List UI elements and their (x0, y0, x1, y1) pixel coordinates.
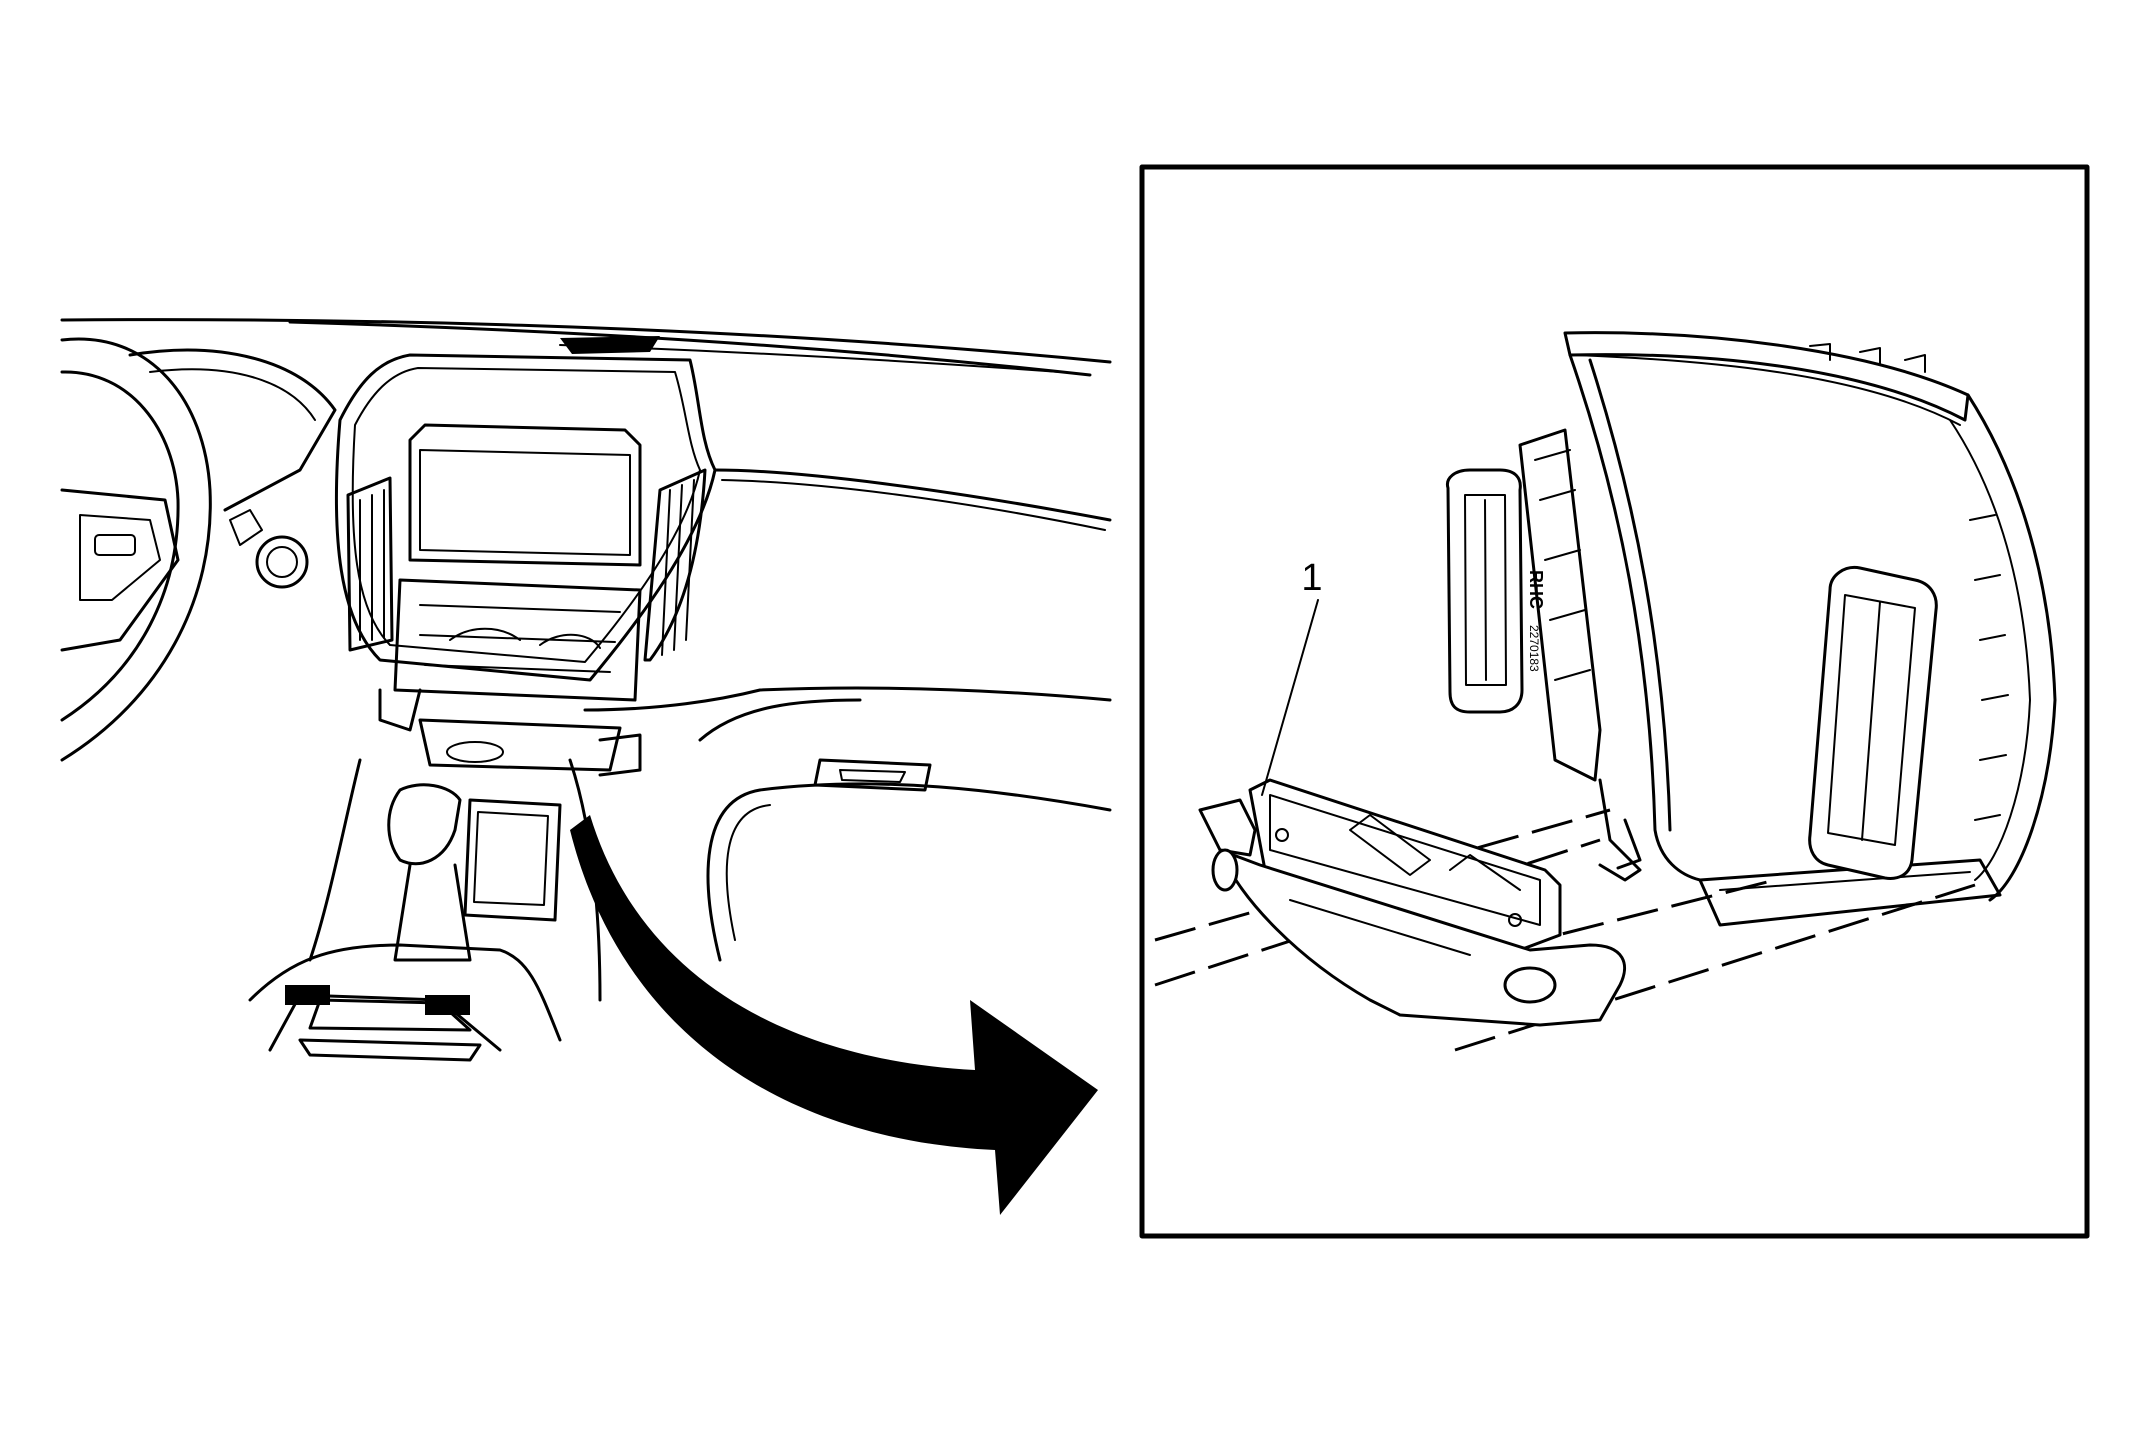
shift-console (248, 758, 602, 1062)
right-air-vent (1808, 565, 1938, 880)
trim-plate (1198, 778, 1626, 1027)
callout-1-label: 1 (1301, 557, 1322, 599)
start-button (229, 509, 309, 589)
detail-view: RHC 2270183 1 (1139, 164, 2090, 1239)
detail-view-frame (1139, 164, 2090, 1239)
callout-1: 1 (1261, 557, 1323, 796)
part-marking-number: 2270183 (1527, 625, 1541, 672)
center-stack-bezel (1518, 331, 2057, 927)
center-stack (334, 353, 717, 777)
vehicle-interior-overview (60, 318, 1112, 1062)
part-marking-rhc: RHC (1526, 570, 1546, 609)
left-air-vent (1445, 468, 1524, 714)
view-arrow (570, 815, 1098, 1215)
steering-wheel (60, 337, 212, 762)
